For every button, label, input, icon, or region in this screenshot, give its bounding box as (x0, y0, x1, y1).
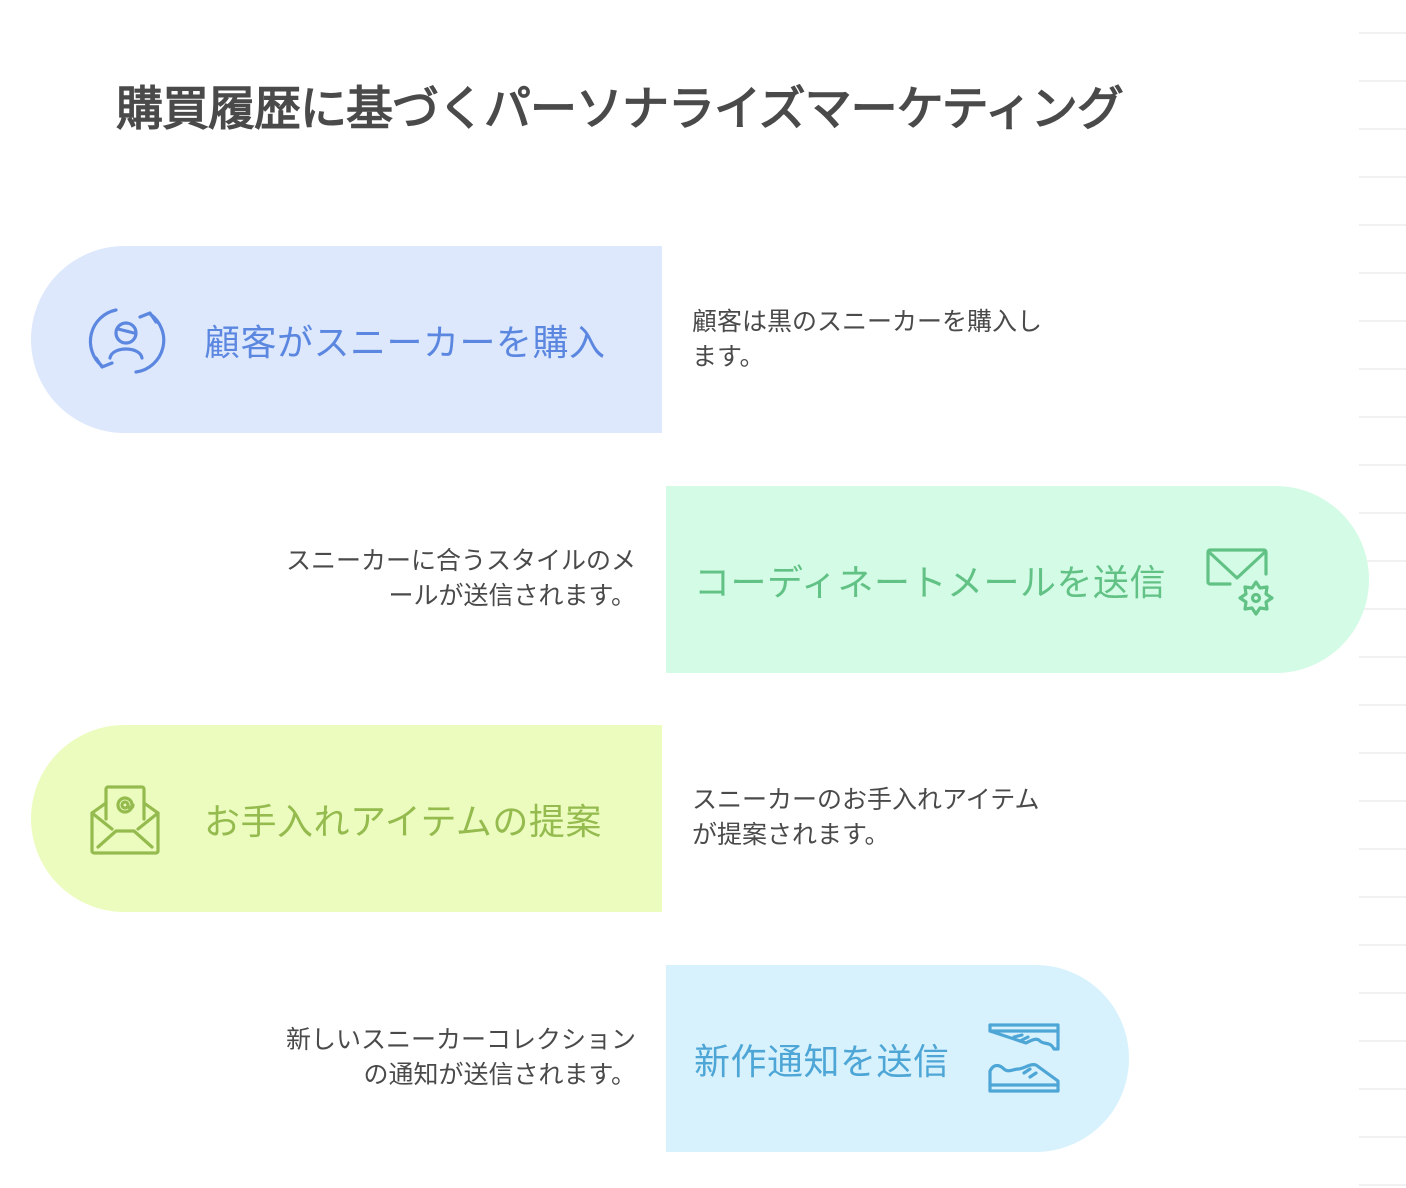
step-3-label: お手入れアイテムの提案 (204, 801, 602, 843)
decorative-rule-lines (1359, 0, 1406, 1188)
rule-line (1359, 32, 1406, 34)
description-line: スニーカーのお手入れアイテム (692, 785, 1040, 814)
description-line: が提案されます。 (692, 820, 890, 849)
description-line: 新しいスニーカーコレクション (285, 1025, 636, 1054)
step-1-description: 顧客は黒のスニーカーを購入し ます。 (692, 304, 1122, 374)
rule-line (1359, 752, 1406, 754)
step-4-pill: 新作通知を送信 (666, 965, 1129, 1152)
rule-line (1359, 704, 1406, 706)
email-open-at-icon (90, 784, 160, 855)
rule-line (1359, 944, 1406, 946)
rule-line (1359, 608, 1406, 610)
rule-line (1359, 272, 1406, 274)
rule-line (1359, 800, 1406, 802)
rule-line (1359, 320, 1406, 322)
customer-cycle-icon (88, 307, 166, 374)
step-1-pill: 顧客がスニーカーを購入 (31, 246, 662, 433)
rule-line (1359, 656, 1406, 658)
page-title: 購買履歴に基づくパーソナライズマーケティング (116, 82, 1124, 137)
step-4-label: 新作通知を送信 (694, 1041, 950, 1083)
rule-line (1359, 128, 1406, 130)
rule-line (1359, 560, 1406, 562)
step-3-pill: お手入れアイテムの提案 (31, 725, 662, 912)
rule-line (1359, 1136, 1406, 1138)
description-line: 顧客は黒のスニーカーを購入し (692, 307, 1043, 336)
rule-line (1359, 1040, 1406, 1042)
step-3-description: スニーカーのお手入れアイテム が提案されます。 (692, 782, 1122, 852)
rule-line (1359, 512, 1406, 514)
step-1-label: 顧客がスニーカーを購入 (204, 322, 606, 364)
rule-line (1359, 80, 1406, 82)
rule-line (1359, 1184, 1406, 1186)
description-line: ます。 (692, 342, 765, 371)
rule-line (1359, 176, 1406, 178)
step-2-label: コーディネートメールを送信 (694, 562, 1166, 604)
mail-settings-icon (1206, 547, 1274, 616)
step-4-description: 新しいスニーカーコレクション の通知が送信されます。 (206, 1022, 636, 1092)
rule-line (1359, 416, 1406, 418)
rule-line (1359, 1088, 1406, 1090)
step-2-pill: コーディネートメールを送信 (666, 486, 1369, 673)
step-2-description: スニーカーに合うスタイルのメ ールが送信されます。 (206, 543, 636, 613)
rule-line (1359, 224, 1406, 226)
rule-line (1359, 368, 1406, 370)
description-line: の通知が送信されます。 (363, 1060, 636, 1089)
rule-line (1359, 896, 1406, 898)
rule-line (1359, 992, 1406, 994)
description-line: スニーカーに合うスタイルのメ (285, 546, 636, 575)
description-line: ールが送信されます。 (388, 581, 636, 610)
rule-line (1359, 464, 1406, 466)
sneakers-icon (987, 1022, 1060, 1093)
rule-line (1359, 848, 1406, 850)
